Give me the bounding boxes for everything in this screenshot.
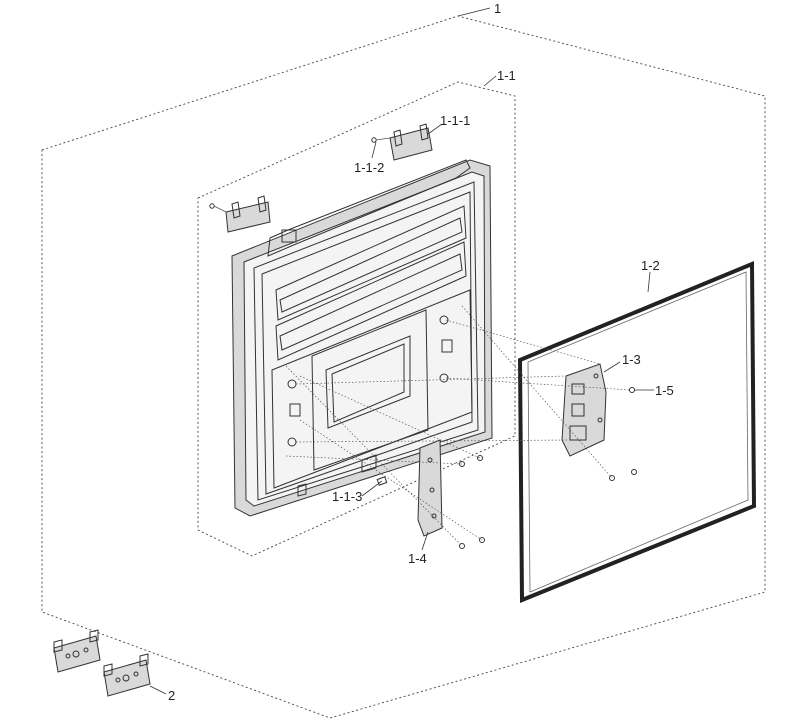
callout-1-1-2: 1-1-2: [354, 160, 384, 175]
hinge-bracket-top: [371, 123, 433, 161]
callout-1: 1: [494, 1, 501, 16]
callout-1-1-3: 1-1-3: [332, 489, 362, 504]
hinge-plate-2b: [103, 653, 151, 697]
door-gasket: [517, 261, 757, 603]
callout-labels: 1 1-1 1-1-1 1-1-2 1-1-3 1-2 1-3 1-5 1-4 …: [168, 1, 674, 703]
hinge-bracket-1-4: [417, 439, 443, 537]
leader-lines: [149, 7, 654, 695]
callout-1-5: 1-5: [655, 383, 674, 398]
hinge-bracket-left: [209, 195, 271, 233]
stopper-1-1-3: [376, 476, 388, 486]
callout-1-2: 1-2: [641, 258, 660, 273]
assembly-1-1-outline: [197, 81, 516, 557]
hinge-plate-2a: [53, 629, 101, 673]
callout-1-3: 1-3: [622, 352, 641, 367]
callout-2: 2: [168, 688, 175, 703]
callout-1-4: 1-4: [408, 551, 427, 566]
screws: [459, 387, 637, 549]
hinge-plate-1-3: [561, 363, 607, 457]
callout-1-1: 1-1: [497, 68, 516, 83]
callout-1-1-1: 1-1-1: [440, 113, 470, 128]
assembly-lines: [285, 305, 631, 547]
door-panel: [231, 159, 493, 517]
